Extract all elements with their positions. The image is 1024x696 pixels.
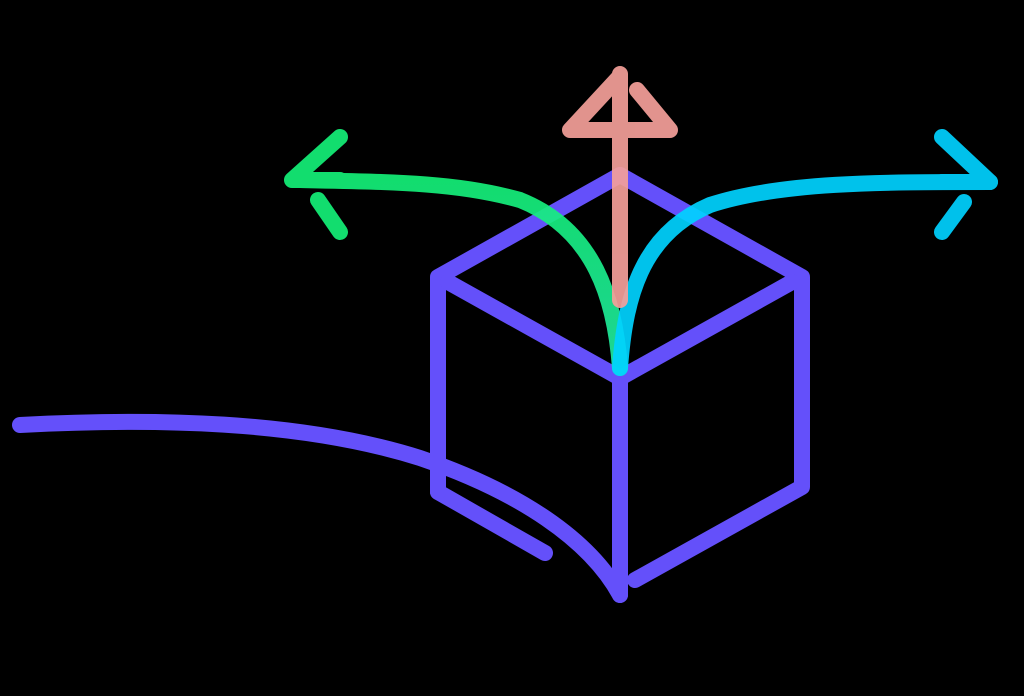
- right-arrow-icon: [612, 129, 998, 376]
- up-arrow-icon: [562, 66, 678, 308]
- cube-icon: [430, 167, 810, 603]
- cube-bottom-edge-extension: [430, 484, 553, 561]
- motion-trail-line: [12, 413, 628, 603]
- left-arrow-icon: [284, 129, 628, 376]
